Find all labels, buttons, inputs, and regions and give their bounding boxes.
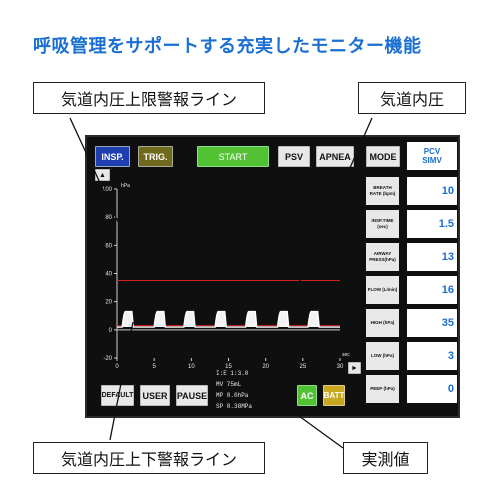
- y-tick-label: 20: [105, 300, 112, 306]
- breath-pulse: [308, 311, 320, 328]
- y-tick-label: 80: [105, 215, 112, 221]
- insp-button[interactable]: INSP.: [95, 146, 130, 167]
- x-tick-label: 10: [188, 364, 195, 370]
- headline: 呼吸管理をサポートする充実したモニター機能: [33, 36, 422, 57]
- param-insp-time[interactable]: INSP.TIME (sec) 1.5: [366, 210, 457, 238]
- ac-power-indicator[interactable]: AC: [297, 385, 317, 406]
- y-tick-label: 60: [105, 243, 112, 249]
- param-value: 13: [407, 243, 457, 271]
- callout-upper-alarm-line: 気道内圧上限警報ライン: [33, 82, 265, 114]
- param-label: AIRWAY PRESS(hPa): [366, 243, 399, 271]
- param-value: 0: [407, 375, 457, 403]
- x-tick-label: 15: [225, 364, 232, 370]
- y-tick-label: -20: [103, 356, 112, 362]
- param-flow[interactable]: FLOW (L/min) 16: [366, 276, 457, 304]
- param-value: 1.5: [407, 210, 457, 238]
- readout-minute-volume: MV 75mL: [216, 381, 242, 388]
- battery-indicator[interactable]: BATT: [323, 385, 345, 406]
- x-axis-unit-label: sec: [342, 352, 350, 358]
- param-low[interactable]: LOW (hPa) 3: [366, 342, 457, 370]
- param-value: 10: [407, 177, 457, 205]
- param-label: LOW (hPa): [366, 342, 399, 370]
- scroll-up-button[interactable]: ▲: [95, 169, 110, 181]
- default-button[interactable]: DEFAULT: [101, 385, 134, 406]
- breath-pulse: [277, 311, 289, 328]
- breath-pulse: [245, 311, 257, 328]
- apnea-button[interactable]: APNEA: [316, 146, 354, 167]
- param-peep[interactable]: PEEP (hPa) 0: [366, 375, 457, 403]
- mode-value-line2: SIMV: [422, 156, 442, 165]
- y-tick-label: 0: [109, 328, 113, 334]
- param-breath-rate[interactable]: BREATH RATE (bpm) 10: [366, 177, 457, 205]
- callout-measured-values: 実測値: [343, 442, 428, 474]
- breath-pulse: [183, 311, 196, 328]
- param-value: 16: [407, 276, 457, 304]
- param-label: BREATH RATE (bpm): [366, 177, 399, 205]
- param-label: INSP.TIME (sec): [366, 210, 399, 238]
- breath-pulse: [154, 311, 166, 328]
- pressure-waveform-line: [117, 310, 340, 328]
- param-value: 3: [407, 342, 457, 370]
- readout-supply-pressure: SP 0.38MPa: [216, 403, 253, 410]
- start-button[interactable]: START: [197, 146, 269, 167]
- mode-value-display: PCV SIMV: [407, 142, 457, 170]
- pause-button[interactable]: PAUSE: [176, 385, 208, 406]
- param-value: 35: [407, 309, 457, 337]
- trig-button[interactable]: TRIG.: [138, 146, 173, 167]
- readout-ie-ratio: I:E 1:3.0: [216, 370, 249, 377]
- mode-value-line1: PCV: [423, 147, 441, 156]
- x-tick-label: 25: [299, 364, 306, 370]
- psv-button[interactable]: PSV: [278, 146, 310, 167]
- x-tick-label: 30: [337, 364, 344, 370]
- callout-lower-alarm-line: 気道内圧上下警報ライン: [33, 442, 265, 474]
- breath-pulse: [215, 311, 227, 328]
- x-tick-label: 0: [115, 364, 119, 370]
- y-tick-label: 100: [102, 187, 113, 193]
- user-button[interactable]: USER: [140, 385, 170, 406]
- readout-mean-pressure: MP 0.0hPa: [216, 392, 249, 399]
- callout-airway-pressure: 気道内圧: [358, 82, 466, 114]
- param-label: FLOW (L/min): [366, 276, 399, 304]
- param-high[interactable]: HIGH (hPa) 35: [366, 309, 457, 337]
- y-axis-unit-label: hPa: [121, 183, 130, 189]
- x-tick-label: 20: [262, 364, 269, 370]
- param-label: HIGH (hPa): [366, 309, 399, 337]
- x-tick-label: 5: [152, 364, 156, 370]
- y-tick-label: 40: [105, 272, 112, 278]
- mode-button[interactable]: MODE: [366, 146, 400, 167]
- param-airway-press[interactable]: AIRWAY PRESS(hPa) 13: [366, 243, 457, 271]
- param-label: PEEP (hPa): [366, 375, 399, 403]
- scroll-right-button[interactable]: ►: [348, 362, 361, 374]
